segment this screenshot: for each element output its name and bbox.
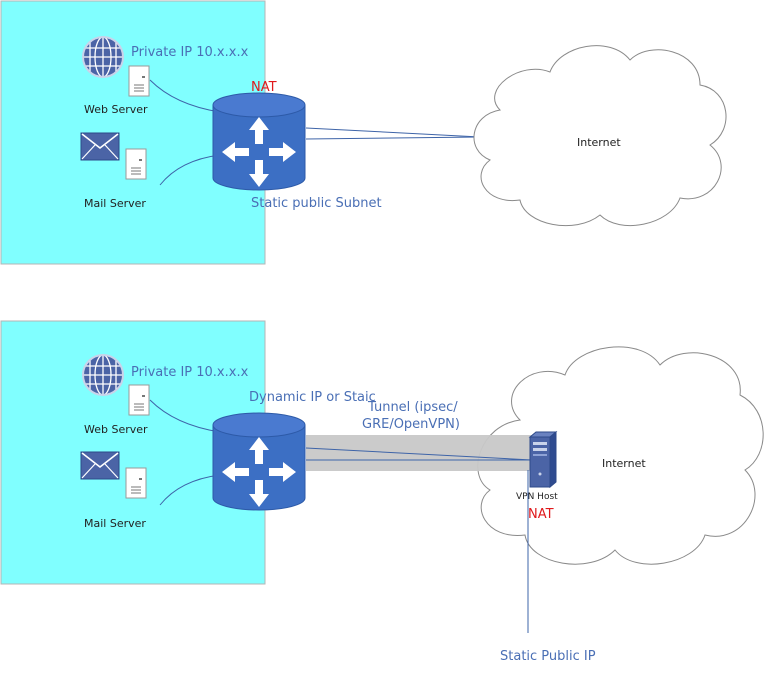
mail-server-icon <box>125 467 147 499</box>
private-ip-label: Private IP 10.x.x.x <box>131 365 249 380</box>
tunnel-label-line2: GRE/OpenVPN) <box>362 417 460 432</box>
private-ip-label: Private IP 10.x.x.x <box>131 45 249 60</box>
router-icon <box>212 92 306 191</box>
web-server-icon <box>128 65 150 97</box>
globe-icon <box>82 36 124 78</box>
connections-bottom <box>149 399 533 633</box>
internet-label: Internet <box>577 136 621 149</box>
web-server-label: Web Server <box>84 423 148 436</box>
mail-server-label: Mail Server <box>84 517 146 530</box>
mail-envelope-icon <box>80 451 120 480</box>
internet-cloud-icon <box>473 45 727 227</box>
dynamic-ip-label: Dynamic IP or Staic <box>249 390 376 405</box>
mail-server-label: Mail Server <box>84 197 146 210</box>
vpn-nat-label: NAT <box>528 507 554 522</box>
nat-label: NAT <box>251 80 277 95</box>
mail-envelope-icon <box>80 132 120 161</box>
vpn-tunnel <box>306 435 532 471</box>
web-server-label: Web Server <box>84 103 148 116</box>
router-icon <box>212 412 306 511</box>
tunnel-label-line1: Tunnel (ipsec/ <box>367 400 458 415</box>
globe-icon <box>82 354 124 396</box>
vpn-host-label: VPN Host <box>516 492 558 502</box>
internet-label: Internet <box>602 457 646 470</box>
web-server-icon <box>128 384 150 416</box>
mail-server-icon <box>125 148 147 180</box>
static-public-ip-label: Static Public IP <box>500 649 596 664</box>
vpn-host-server-icon <box>528 430 558 489</box>
internet-cloud-icon <box>477 346 764 565</box>
subnet-label: Static public Subnet <box>251 196 382 211</box>
